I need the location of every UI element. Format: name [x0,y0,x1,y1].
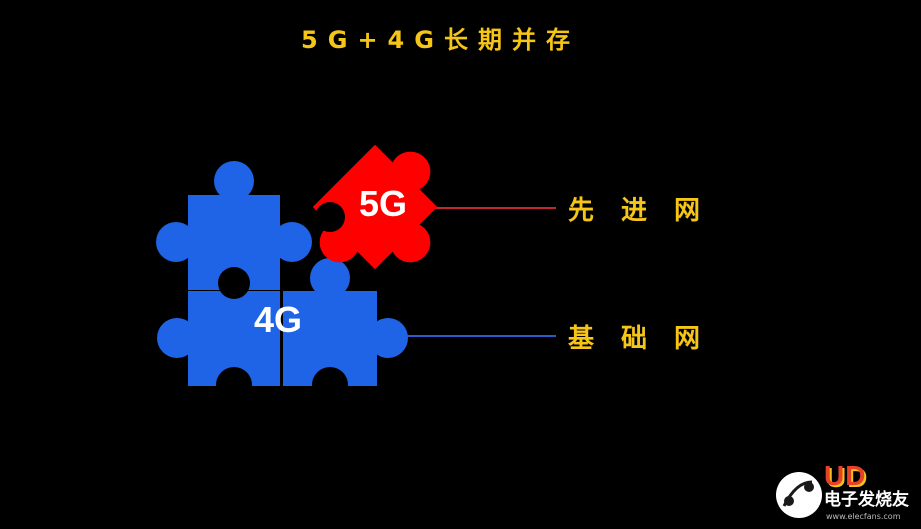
label-advanced-network: 先进网 [568,196,728,226]
puzzle-notch-5g [315,202,345,232]
watermark-badge: UD [824,460,867,491]
watermark-name: 电子发烧友 [824,490,909,510]
label-5g: 5G [359,183,407,224]
label-4g: 4G [254,299,302,340]
watermark-url: www.elecfans.com [826,512,901,521]
puzzle-piece-5g [312,144,438,270]
puzzle-piece-4g-top [156,161,312,290]
label-base-network: 基础网 [568,324,728,354]
puzzle-notches [216,267,348,403]
page-title: 5G+4G长期并存 [301,26,580,54]
watermark: UD 电子发烧友 www.elecfans.com [776,462,921,529]
elecfans-logo-icon [776,472,822,518]
